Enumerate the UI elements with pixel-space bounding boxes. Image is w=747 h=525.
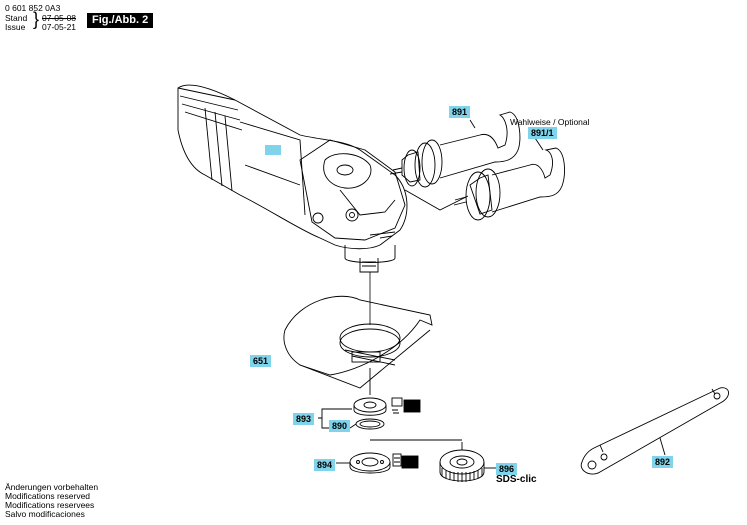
side-handle-891 — [389, 111, 521, 188]
footer-line-4: Salvo modificaciones — [5, 509, 85, 519]
guard-651 — [283, 295, 433, 389]
two-pin-spanner-892 — [580, 387, 729, 475]
part-label-891: 891 — [449, 106, 471, 118]
part-label-891-1: 891/1 — [528, 127, 557, 139]
stand-date: 07-05-08 — [42, 13, 77, 23]
sds-clic-label: SDS-clic — [496, 474, 537, 485]
footer-line-2: Modifications reserved — [5, 491, 91, 501]
side-handle-891-1 — [453, 147, 565, 221]
footer-line-1: Änderungen vorbehalten — [5, 482, 99, 492]
brace: } — [33, 9, 40, 29]
issue-date: 07-05-21 — [42, 22, 77, 32]
footer-line-3: Modifications reservees — [5, 500, 95, 510]
angle-grinder-body — [177, 84, 408, 273]
part-label-893: 893 — [293, 413, 315, 425]
document-number: 0 601 852 0A3 — [5, 3, 61, 13]
stand-label: Stand — [5, 13, 28, 23]
clamping-nut-894 — [349, 452, 391, 474]
part-label-896: 896 — [496, 463, 518, 475]
part-label-892: 892 — [652, 456, 674, 468]
issue-label: Issue — [5, 22, 26, 32]
part-label-890: 890 — [329, 420, 351, 432]
clamping-nut-icon — [392, 453, 419, 469]
part-label-894: 894 — [314, 459, 336, 471]
optional-label: Wahlweise / Optional — [510, 117, 590, 127]
part-label-651: 651 — [250, 355, 272, 367]
figure-label: Fig./Abb. 2 — [87, 13, 154, 28]
sds-clic-nut-896 — [439, 449, 485, 482]
flange-adapter-icon — [391, 397, 421, 414]
flange-893 — [353, 397, 387, 430]
